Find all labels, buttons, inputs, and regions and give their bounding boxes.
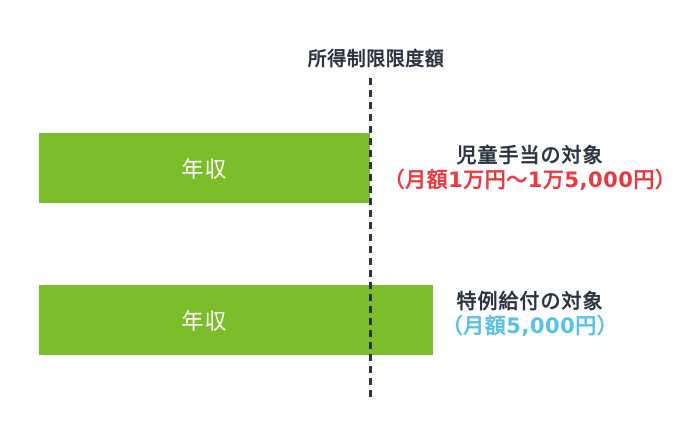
bar-label-annual-income: 年収: [181, 310, 228, 335]
income-limit-label: 所得制限限度額: [307, 48, 445, 70]
income-limit-dashed-line: [369, 78, 372, 397]
annotation-amount: （月額1万円～1万5,000円）: [383, 168, 677, 192]
annotation-title: 児童手当の対象: [456, 143, 604, 167]
income-bar-child-allowance: 年収: [39, 133, 370, 203]
bar-label-annual-income: 年収: [181, 158, 228, 183]
annotation-child-allowance: 児童手当の対象 （月額1万円～1万5,000円）: [380, 143, 680, 193]
annotation-special-benefit: 特例給付の対象 （月額5,000円）: [380, 289, 680, 339]
annotation-amount: （月額5,000円）: [441, 314, 619, 338]
annotation-title: 特例給付の対象: [456, 289, 604, 313]
income-bar-special-benefit: 年収: [39, 285, 433, 355]
